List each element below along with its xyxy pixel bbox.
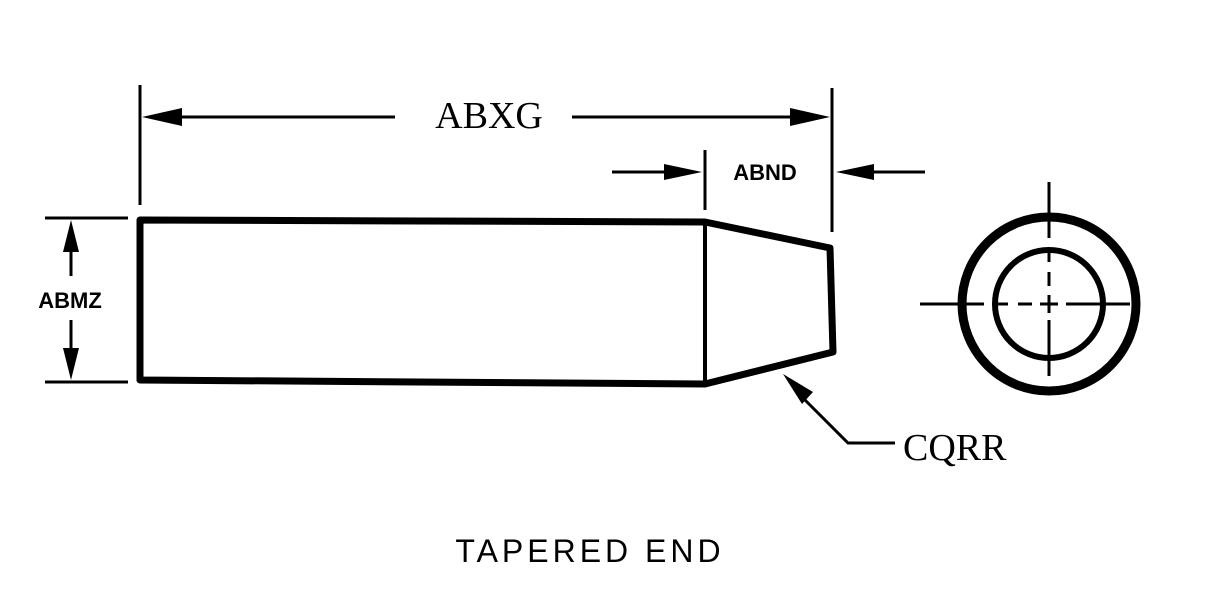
diameter-arrow-bottom <box>63 348 79 380</box>
overall-arrow-left <box>142 108 182 126</box>
taper-length-dimension: ABND <box>612 150 925 210</box>
callout-leader-line <box>798 393 895 445</box>
taper-callout: CQRR <box>783 374 1007 469</box>
taper-arrow-right <box>836 164 874 180</box>
callout-arrow <box>783 374 813 404</box>
taper-arrow-left <box>664 164 702 180</box>
diameter-label: ABMZ <box>38 288 102 313</box>
end-view <box>920 182 1175 412</box>
overall-length-label: ABXG <box>435 95 543 137</box>
pin-body-outline <box>136 216 837 388</box>
diameter-dimension: ABMZ <box>38 216 128 384</box>
drawing-caption: TAPERED END <box>455 533 724 569</box>
overall-arrow-right <box>790 108 830 126</box>
overall-length-dimension: ABXG <box>138 85 834 232</box>
side-view <box>136 216 837 388</box>
taper-length-label: ABND <box>733 160 797 185</box>
diameter-arrow-top <box>63 220 79 252</box>
taper-callout-label: CQRR <box>903 427 1007 469</box>
